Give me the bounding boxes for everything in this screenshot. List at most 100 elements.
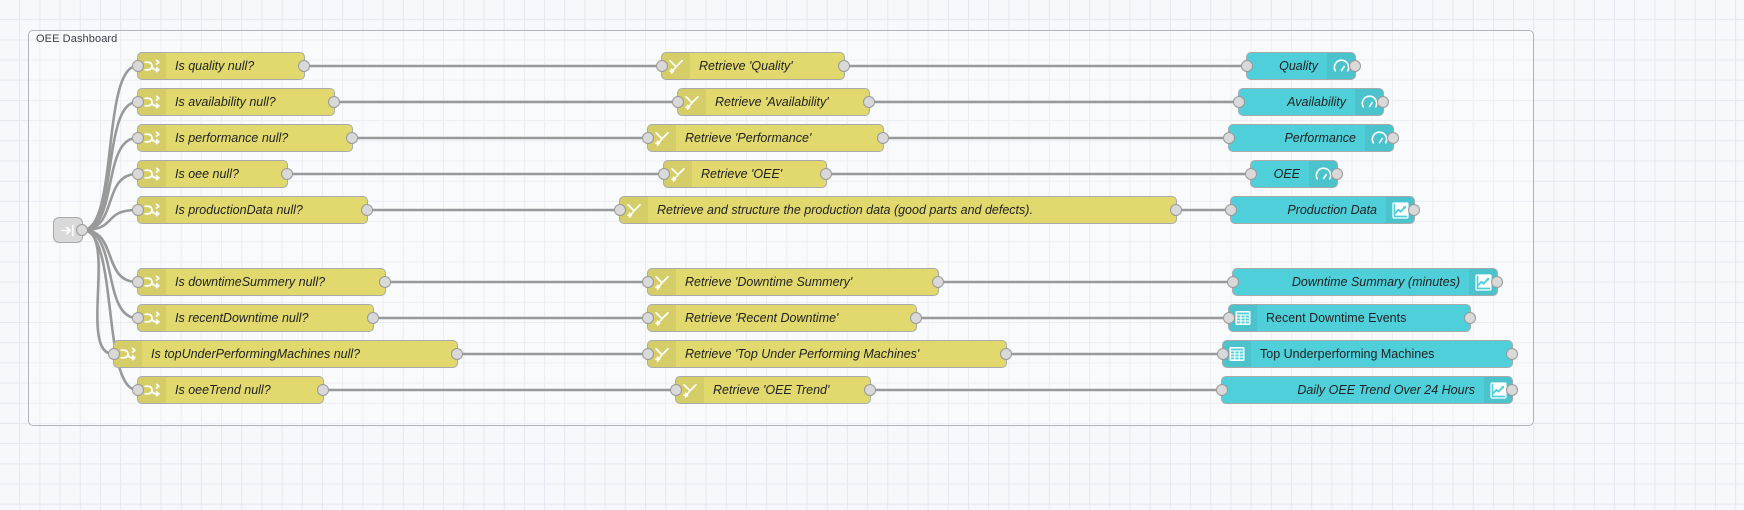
output-port[interactable] (361, 204, 373, 216)
input-port[interactable] (108, 348, 120, 360)
output-port[interactable] (863, 96, 875, 108)
switch-node-6[interactable]: Is recentDowntime null? (132, 304, 379, 332)
input-port[interactable] (132, 276, 144, 288)
dashboard-node-0[interactable]: Quality (1241, 52, 1361, 80)
switch-node-5[interactable]: Is downtimeSummery null? (132, 268, 391, 296)
switch-node-8[interactable]: Is oeeTrend null? (132, 376, 329, 404)
dashboard-node-1-label: Availability (1287, 95, 1346, 109)
input-port[interactable] (132, 384, 144, 396)
input-port[interactable] (1245, 168, 1257, 180)
output-port[interactable] (1000, 348, 1012, 360)
link-in-icon (54, 218, 82, 242)
output-port[interactable] (932, 276, 944, 288)
input-port[interactable] (132, 168, 144, 180)
switch-node-7-label: Is topUnderPerformingMachines null? (151, 347, 361, 361)
dashboard-node-6[interactable]: Recent Downtime Events (1223, 304, 1476, 332)
dashboard-node-7-label: Top Underperforming Machines (1260, 347, 1435, 361)
change-node-7[interactable]: Retrieve 'Top Under Performing Machines' (642, 340, 1012, 368)
wire-source-to-switch-3 (82, 172, 138, 232)
change-node-1[interactable]: Retrieve 'Availability' (672, 88, 875, 116)
input-port[interactable] (132, 312, 144, 324)
input-port[interactable] (670, 384, 682, 396)
dashboard-node-0-label: Quality (1279, 59, 1318, 73)
dashboard-node-1[interactable]: Availability (1233, 88, 1389, 116)
output-port[interactable] (864, 384, 876, 396)
output-port[interactable] (910, 312, 922, 324)
dashboard-node-8[interactable]: Daily OEE Trend Over 24 Hours (1216, 376, 1518, 404)
input-port[interactable] (1241, 60, 1253, 72)
switch-node-4-label: Is productionData null? (175, 203, 303, 217)
change-node-6[interactable]: Retrieve 'Recent Downtime' (642, 304, 922, 332)
input-port[interactable] (1217, 348, 1229, 360)
dashboard-node-5[interactable]: Downtime Summary (minutes) (1227, 268, 1503, 296)
change-node-4[interactable]: Retrieve and structure the production da… (614, 196, 1182, 224)
output-port[interactable] (346, 132, 358, 144)
change-node-2[interactable]: Retrieve 'Performance' (642, 124, 889, 152)
input-port[interactable] (642, 276, 654, 288)
input-port[interactable] (1216, 384, 1228, 396)
output-port[interactable] (1377, 96, 1389, 108)
dashboard-node-4[interactable]: Production Data (1225, 196, 1420, 224)
dashboard-node-2[interactable]: Performance (1223, 124, 1399, 152)
change-node-5-label: Retrieve 'Downtime Summery' (685, 275, 853, 289)
output-port[interactable] (820, 168, 832, 180)
link-in-node[interactable] (53, 217, 88, 243)
change-node-0[interactable]: Retrieve 'Quality' (656, 52, 850, 80)
dashboard-node-7[interactable]: Top Underperforming Machines (1217, 340, 1518, 368)
output-port[interactable] (1331, 168, 1343, 180)
input-port[interactable] (658, 168, 670, 180)
group-label: OEE Dashboard (36, 33, 118, 45)
chart-icon (1469, 269, 1497, 295)
input-port[interactable] (672, 96, 684, 108)
output-port[interactable] (76, 224, 88, 236)
input-port[interactable] (1233, 96, 1245, 108)
switch-icon (138, 197, 166, 223)
switch-node-2[interactable]: Is performance null? (132, 124, 358, 152)
output-port[interactable] (877, 132, 889, 144)
output-port[interactable] (367, 312, 379, 324)
input-port[interactable] (132, 96, 144, 108)
output-port[interactable] (451, 348, 463, 360)
input-port[interactable] (1227, 276, 1239, 288)
output-port[interactable] (1387, 132, 1399, 144)
output-port[interactable] (1349, 60, 1361, 72)
switch-node-3-label: Is oee null? (175, 167, 239, 181)
output-port[interactable] (379, 276, 391, 288)
dashboard-node-2-label: Performance (1284, 131, 1356, 145)
input-port[interactable] (132, 60, 144, 72)
change-node-5[interactable]: Retrieve 'Downtime Summery' (642, 268, 944, 296)
input-port[interactable] (132, 132, 144, 144)
switch-node-3[interactable]: Is oee null? (132, 160, 293, 188)
output-port[interactable] (1464, 312, 1476, 324)
output-port[interactable] (838, 60, 850, 72)
input-port[interactable] (642, 348, 654, 360)
input-port[interactable] (1223, 132, 1235, 144)
output-port[interactable] (298, 60, 310, 72)
switch-node-1-label: Is availability null? (175, 95, 276, 109)
switch-node-0[interactable]: Is quality null? (132, 52, 310, 80)
input-port[interactable] (614, 204, 626, 216)
switch-node-7[interactable]: Is topUnderPerformingMachines null? (108, 340, 463, 368)
output-port[interactable] (1170, 204, 1182, 216)
change-node-3[interactable]: Retrieve 'OEE' (658, 160, 832, 188)
output-port[interactable] (1506, 384, 1518, 396)
input-port[interactable] (642, 312, 654, 324)
input-port[interactable] (642, 132, 654, 144)
switch-node-4[interactable]: Is productionData null? (132, 196, 373, 224)
switch-node-0-label: Is quality null? (175, 59, 255, 73)
input-port[interactable] (1225, 204, 1237, 216)
output-port[interactable] (328, 96, 340, 108)
input-port[interactable] (656, 60, 668, 72)
dashboard-node-6-label: Recent Downtime Events (1266, 311, 1407, 325)
output-port[interactable] (1506, 348, 1518, 360)
output-port[interactable] (281, 168, 293, 180)
output-port[interactable] (317, 384, 329, 396)
output-port[interactable] (1491, 276, 1503, 288)
input-port[interactable] (132, 204, 144, 216)
input-port[interactable] (1223, 312, 1235, 324)
dashboard-node-3[interactable]: OEE (1245, 160, 1343, 188)
change-node-8[interactable]: Retrieve 'OEE Trend' (670, 376, 876, 404)
switch-node-1[interactable]: Is availability null? (132, 88, 340, 116)
output-port[interactable] (1408, 204, 1420, 216)
change-node-1-label: Retrieve 'Availability' (715, 95, 829, 109)
